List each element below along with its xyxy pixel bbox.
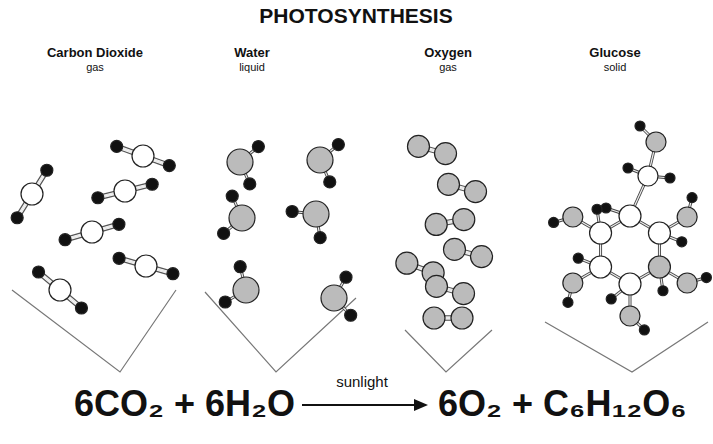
atom-circle [321, 285, 347, 311]
atom-circle [677, 273, 697, 293]
atom-circle [665, 173, 675, 183]
atom-circle [601, 203, 611, 213]
atom-circle [75, 302, 87, 314]
substance-name: Glucose [589, 46, 640, 60]
atom-circle [619, 273, 641, 295]
atom-circle [592, 204, 602, 214]
atom-circle [252, 141, 264, 153]
atom-circle [345, 309, 357, 321]
substance-name: Water [234, 46, 270, 60]
atom-circle [324, 176, 336, 188]
atom-circle [648, 222, 670, 244]
atom-circle [226, 190, 238, 202]
atom-circle [111, 140, 123, 152]
atom-circle [620, 306, 640, 326]
atom-circle [590, 256, 612, 278]
atom-circle [443, 238, 465, 260]
atom-circle [639, 325, 649, 335]
atom-circle [619, 205, 641, 227]
state-label: solid [604, 61, 627, 73]
bond-line [17, 170, 47, 217]
atom-circle [549, 217, 559, 227]
atom-circle [219, 296, 231, 308]
atom-circle [606, 294, 616, 304]
atom-circle [623, 163, 633, 173]
atom-circle [563, 273, 583, 293]
atom-circle [132, 145, 154, 167]
bond-line [19, 171, 49, 218]
atom-circle [677, 237, 687, 247]
reaction-arrow [302, 399, 428, 411]
atom-circle [638, 166, 658, 186]
bond-line [18, 171, 48, 218]
atom-circle [113, 218, 125, 230]
equation-reactants: 6CO₂ + 6H₂O [74, 384, 295, 424]
atom-circle [21, 183, 43, 205]
atom-circle [635, 121, 645, 131]
atom-circle [244, 178, 256, 190]
atom-circle [163, 160, 175, 172]
atom-circle [303, 201, 329, 227]
state-label: gas [86, 61, 104, 73]
atom-circle [563, 297, 573, 307]
atom-circle [11, 212, 23, 224]
bond-line [15, 169, 45, 216]
atom-circle [314, 232, 326, 244]
atom-circle [146, 178, 158, 190]
diagram-title: PHOTOSYNTHESIS [259, 4, 452, 27]
state-label: gas [439, 61, 457, 73]
atom-circle [590, 222, 612, 244]
atom-circle [81, 221, 103, 243]
atom-circle [92, 192, 104, 204]
atom-circle [307, 147, 333, 173]
atom-circle [435, 143, 457, 165]
bond-line [40, 270, 83, 306]
atom-circle [425, 213, 447, 235]
atom-circle [332, 139, 344, 151]
bond-line [38, 273, 81, 309]
atom-circle [453, 283, 475, 305]
atom-circle [286, 205, 298, 217]
atom-circle [340, 271, 352, 283]
atom-circle [465, 181, 487, 203]
atom-circle [229, 205, 255, 231]
atom-circle [425, 275, 447, 297]
atom-circle [227, 149, 253, 175]
atom-circle [573, 253, 583, 263]
atom-circle [234, 261, 246, 273]
atom-circle [113, 252, 125, 264]
atom-circle [135, 255, 157, 277]
group-bracket [12, 290, 708, 372]
atom-circle [563, 207, 583, 227]
atom-circle [49, 279, 71, 301]
atom-circle [167, 268, 179, 280]
bond-line [39, 271, 82, 307]
bond-line [37, 274, 80, 310]
atom-circle [396, 252, 418, 274]
substance-name: Oxygen [424, 46, 472, 60]
atom-circle [646, 132, 666, 152]
atom-circle [423, 307, 445, 329]
atom-circle [701, 273, 711, 283]
atom-circle [451, 307, 473, 329]
atom-circle [59, 234, 71, 246]
atom-circle [233, 277, 259, 303]
equation-products: 6O₂ + C₆H₁₂O₆ [438, 384, 687, 424]
atom-circle [437, 173, 459, 195]
atom-circle [407, 135, 429, 157]
atom-circle [648, 256, 670, 278]
atom-circle [471, 246, 493, 268]
atom-circle [677, 207, 697, 227]
atom-circle [114, 180, 136, 202]
atom-circle [218, 227, 230, 239]
atom-circle [453, 209, 475, 231]
reaction-condition: sunlight [336, 374, 388, 391]
atom-circle [687, 193, 697, 203]
state-label: liquid [239, 61, 265, 73]
atom-circle [41, 164, 53, 176]
atom-circle [33, 266, 45, 278]
substance-name: Carbon Dioxide [47, 46, 143, 60]
atom-circle [658, 286, 668, 296]
